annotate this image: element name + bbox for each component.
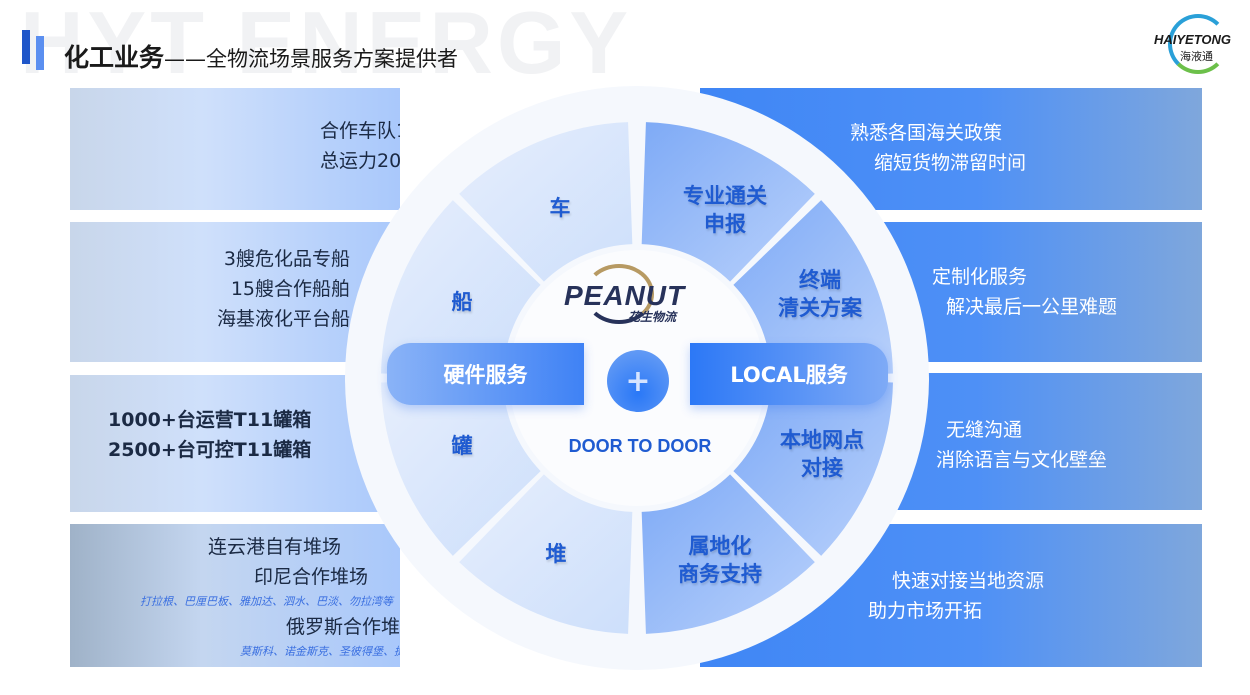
segment-line: 本地网点 — [780, 428, 864, 452]
title-bold: 化工业务 — [64, 43, 165, 72]
wheel-segment-hardware — [459, 474, 633, 634]
segment-line: 终端 — [799, 268, 841, 292]
segment-truck: 车 — [549, 196, 571, 220]
wheel-segment-local — [641, 122, 815, 282]
panel-text: 俄罗斯合作堆场 — [286, 616, 400, 638]
panel-text: 无缝沟通 — [946, 419, 1023, 441]
segment-customs: 专业通关申报 — [660, 182, 790, 238]
segment-ship: 船 — [451, 290, 473, 314]
wheel-segment-local — [733, 380, 893, 556]
segment-line: 清关方案 — [778, 296, 862, 320]
wheel-segment-hardware — [459, 122, 633, 282]
watermark: HYT ENERGY — [20, 0, 633, 92]
panel-text: 总运力200辆 — [320, 150, 400, 172]
title-accent-bar — [36, 36, 44, 70]
panel-text: 15艘合作船舶 — [230, 278, 350, 300]
panel-subtext: 莫斯科、诺金斯克、圣彼得堡、捷尔任斯克等 — [240, 645, 400, 658]
page-title: 化工业务——全物流场景服务方案提供者 — [64, 38, 458, 74]
panel-text: 海基液化平台船 — [216, 308, 350, 330]
peanut-logo-text: PEANUT — [564, 280, 686, 311]
segment-line: 专业通关 — [683, 184, 767, 208]
peanut-logo-cn: 花生物流 — [628, 310, 677, 324]
panel-text: 2500+台可控T11罐箱 — [108, 439, 312, 461]
ship-panel: 3艘危化品专船 15艘合作船舶海基液化平台船 — [70, 222, 400, 362]
panel-text: 定制化服务 — [932, 266, 1028, 288]
segment-line: 属地化 — [688, 534, 752, 558]
panel-text: 熟悉各国海关政策 — [850, 122, 1003, 144]
panel-text: 印尼合作堆场 — [254, 566, 369, 588]
panel-text: 快速对接当地资源 — [892, 570, 1045, 592]
segment-tank: 罐 — [451, 434, 473, 458]
panel-subtext: 打拉根、巴厘巴板、雅加达、泗水、巴淡、勿拉湾等 — [140, 595, 393, 608]
segment-business-support: 属地化商务支持 — [660, 532, 780, 588]
title-subtitle: ——全物流场景服务方案提供者 — [164, 47, 459, 71]
hardware-service-bar: 硬件服务 — [387, 343, 584, 405]
segment-line: 商务支持 — [678, 562, 762, 586]
logo-cn-text: 海液通 — [1180, 50, 1213, 63]
panel-text: 解决最后一公里难题 — [946, 296, 1118, 318]
panel-text: 缩短货物滞留时间 — [874, 152, 1027, 174]
truck-panel: 合作车队10+家总运力200辆 — [70, 88, 400, 210]
segment-local-network: 本地网点对接 — [762, 426, 882, 482]
door-to-door-label: DOOR TO DOOR — [568, 436, 712, 456]
local-service-bar: LOCAL服务 — [690, 343, 888, 405]
title-accent-bar — [22, 30, 30, 64]
yard-panel: 连云港自有堆场 印尼合作堆场 打拉根、巴厘巴板、雅加达、泗水、巴淡、勿拉湾等 俄… — [70, 524, 400, 667]
haiyetong-logo: HAIYETONG 海液通 — [1150, 10, 1245, 74]
wheel-segment-hardware — [381, 380, 541, 556]
wheel-segment-hardware — [381, 200, 541, 376]
panel-text: 消除语言与文化壁垒 — [936, 449, 1108, 471]
panel-text: 1000+台运营T11罐箱 — [108, 409, 312, 431]
plus-icon: + — [607, 350, 669, 412]
segment-line: 对接 — [801, 456, 843, 480]
wheel-segment-local — [641, 474, 815, 634]
panel-text: 3艘危化品专船 — [223, 248, 350, 270]
segment-terminal: 终端清关方案 — [760, 266, 880, 322]
panel-text: 合作车队10+家 — [320, 120, 400, 142]
panel-text: 助力市场开拓 — [868, 600, 983, 622]
logo-text: HAIYETONG — [1154, 32, 1232, 47]
panel-text: 连云港自有堆场 — [208, 536, 342, 558]
wheel-segment-local — [733, 200, 893, 376]
segment-yard: 堆 — [545, 542, 567, 566]
tank-panel: 1000+台运营T11罐箱 2500+台可控T11罐箱 — [70, 375, 400, 512]
segment-line: 申报 — [704, 212, 746, 236]
